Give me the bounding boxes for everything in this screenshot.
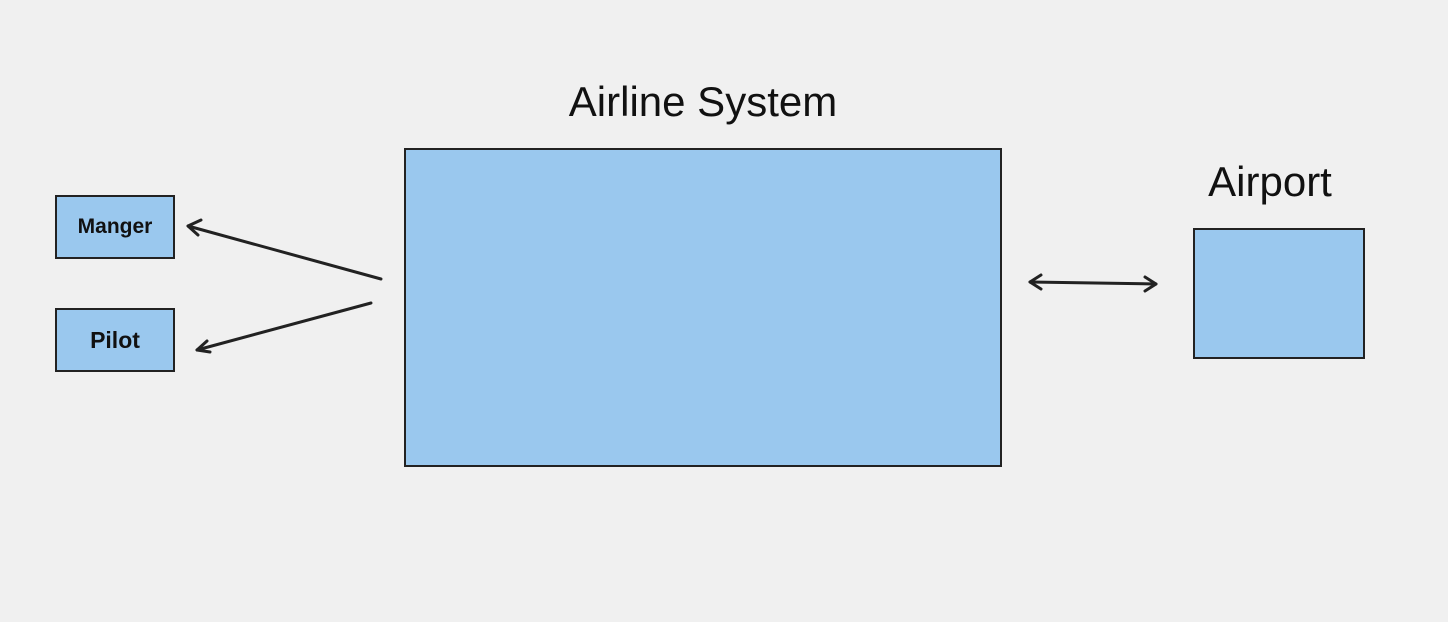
system-to-pilot-arrow (195, 301, 373, 354)
pilot-node[interactable]: Pilot (55, 308, 175, 372)
system-airport-bidirectional-arrow (1028, 273, 1158, 293)
manager-node[interactable]: Manger (55, 195, 175, 259)
airport-node[interactable] (1193, 228, 1365, 359)
system-to-manager-arrow (186, 218, 383, 281)
airline-system-node[interactable] (404, 148, 1002, 467)
airline-system-title: Airline System (568, 78, 838, 125)
manager-label: Manger (77, 215, 153, 238)
airport-title: Airport (1208, 158, 1332, 205)
pilot-label: Pilot (90, 326, 140, 353)
